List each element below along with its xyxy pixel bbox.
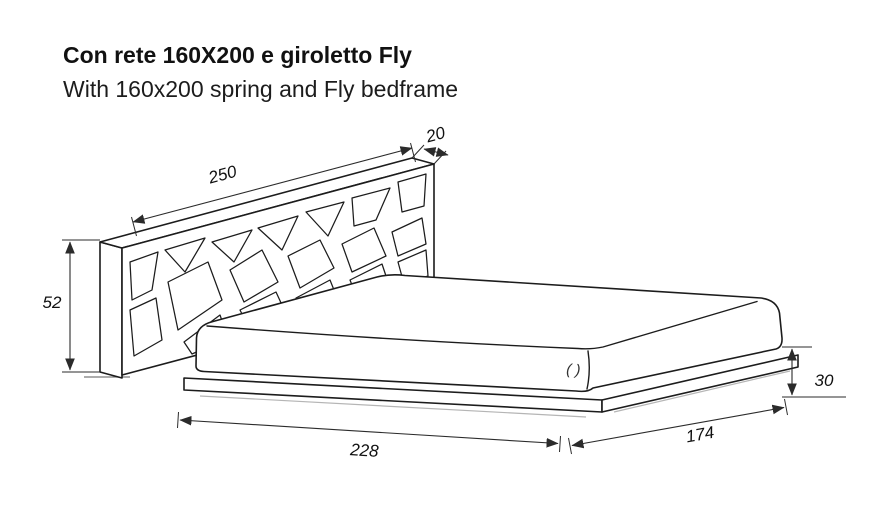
mattress-corner-edge <box>586 350 590 390</box>
dim-label-frame-length: 228 <box>349 440 380 461</box>
bedframe-shadow <box>199 395 587 418</box>
extension-tick <box>131 216 137 237</box>
dim-label-headboard-width: 250 <box>205 162 239 188</box>
extension-tick <box>410 142 416 163</box>
dim-label-frame-depth: 174 <box>684 423 715 447</box>
drawing-subtitle: With 160x200 spring and Fly bedframe <box>63 76 459 102</box>
mattress-outline <box>195 273 783 393</box>
dimension-line <box>571 404 785 449</box>
mattress-handle-mark: ( ) <box>566 361 581 379</box>
dimension-line <box>132 146 413 224</box>
headboard-side-face <box>99 241 123 379</box>
bedframe <box>183 354 799 418</box>
extension-tick <box>784 398 788 416</box>
dimension-line <box>179 415 559 448</box>
dimension-frame-depth: 174 <box>568 398 788 455</box>
headboard-cutout <box>211 229 253 263</box>
mattress-top-front-edge <box>206 300 758 350</box>
dimension-line <box>423 147 449 157</box>
dimension-headboard-thickness: 20 <box>411 123 449 165</box>
extension-tick <box>411 144 425 159</box>
dim-label-headboard-thickness: 20 <box>423 123 448 147</box>
extension-tick <box>559 435 561 453</box>
headboard-cutout <box>229 249 279 303</box>
headboard-cutout <box>341 227 387 273</box>
dimension-frame-length: 228 <box>177 411 561 461</box>
headboard-cutout <box>167 261 223 331</box>
dim-label-frame-height: 30 <box>815 371 834 390</box>
dimension-headboard-height: 52 <box>43 239 100 373</box>
drawing-title: Con rete 160X200 e giroletto Fly <box>63 42 412 68</box>
headboard-cutout <box>164 237 206 273</box>
headboard-cutout <box>129 297 163 357</box>
headboard-cutout <box>287 239 335 289</box>
dimension-frame-height: 30 <box>782 346 846 398</box>
extension-tick <box>177 411 179 429</box>
dim-label-headboard-height: 52 <box>43 293 62 312</box>
headboard-cutout <box>129 251 159 301</box>
drawing-header: Con rete 160X200 e giroletto Fly With 16… <box>63 38 458 106</box>
extension-tick <box>568 437 572 455</box>
mattress: ( ) <box>195 273 783 393</box>
